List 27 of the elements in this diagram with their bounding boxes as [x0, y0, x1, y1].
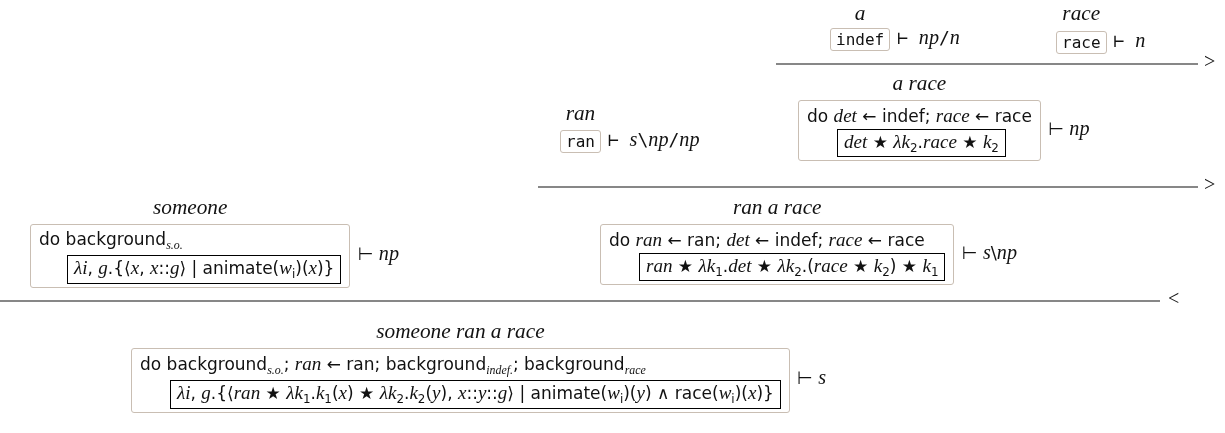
do-expression: do det ← indef; race ← race	[807, 106, 1032, 126]
type-judgment: ⊢ s	[796, 366, 827, 390]
rule-symbol: >	[1204, 50, 1216, 73]
rule-symbol: >	[1204, 173, 1216, 196]
type-judgment: ⊢ s\np/np	[607, 127, 700, 151]
term-label: ran	[566, 132, 595, 151]
formula-box: λi, g.{⟨ran ★ λk$_{1}$.k$_{1}$(x) ★ λk$_{2}$.k$_{2}$(y), x::y::g⟩ | animate(w$_{i}$)(y) ∧ race(w$_{i}$)(x)}	[170, 380, 781, 409]
phrase-label: race	[1062, 1, 1101, 26]
formula-box: det ★ λk$_{2}$.race ★ k$_{2}$	[837, 129, 1006, 158]
phrase-label: a	[854, 1, 866, 26]
phrase-label: a race	[892, 71, 947, 96]
type-judgment: ⊢ np	[357, 242, 399, 266]
type-judgment: ⊢ np	[1047, 116, 1090, 140]
type-judgment: ⊢ n	[1113, 28, 1146, 52]
type-judgment: ⊢ s\np	[961, 240, 1017, 264]
formula-box: ran ★ λk$_{1}$.det ★ λk$_{2}$.(race ★ k$_{2}$) ★ k$_{1}$	[639, 253, 946, 282]
term-label: indef	[836, 30, 885, 49]
formula-box: λi, g.{⟨x, x::g⟩ | animate(w$_{i}$)(x)}	[67, 255, 342, 284]
do-expression: do background$_{s.o.}$	[39, 229, 183, 249]
phrase-label: someone ran a race	[376, 319, 545, 344]
phrase-label: ran	[565, 101, 596, 126]
do-expression: do ran ← ran; det ← indef; race ← race	[609, 230, 925, 250]
phrase-label: someone	[153, 195, 228, 220]
term-label: race	[1062, 33, 1101, 52]
type-judgment: ⊢ np/n	[897, 25, 960, 49]
rule-symbol: <	[1168, 287, 1180, 310]
phrase-label: ran a race	[732, 195, 822, 220]
